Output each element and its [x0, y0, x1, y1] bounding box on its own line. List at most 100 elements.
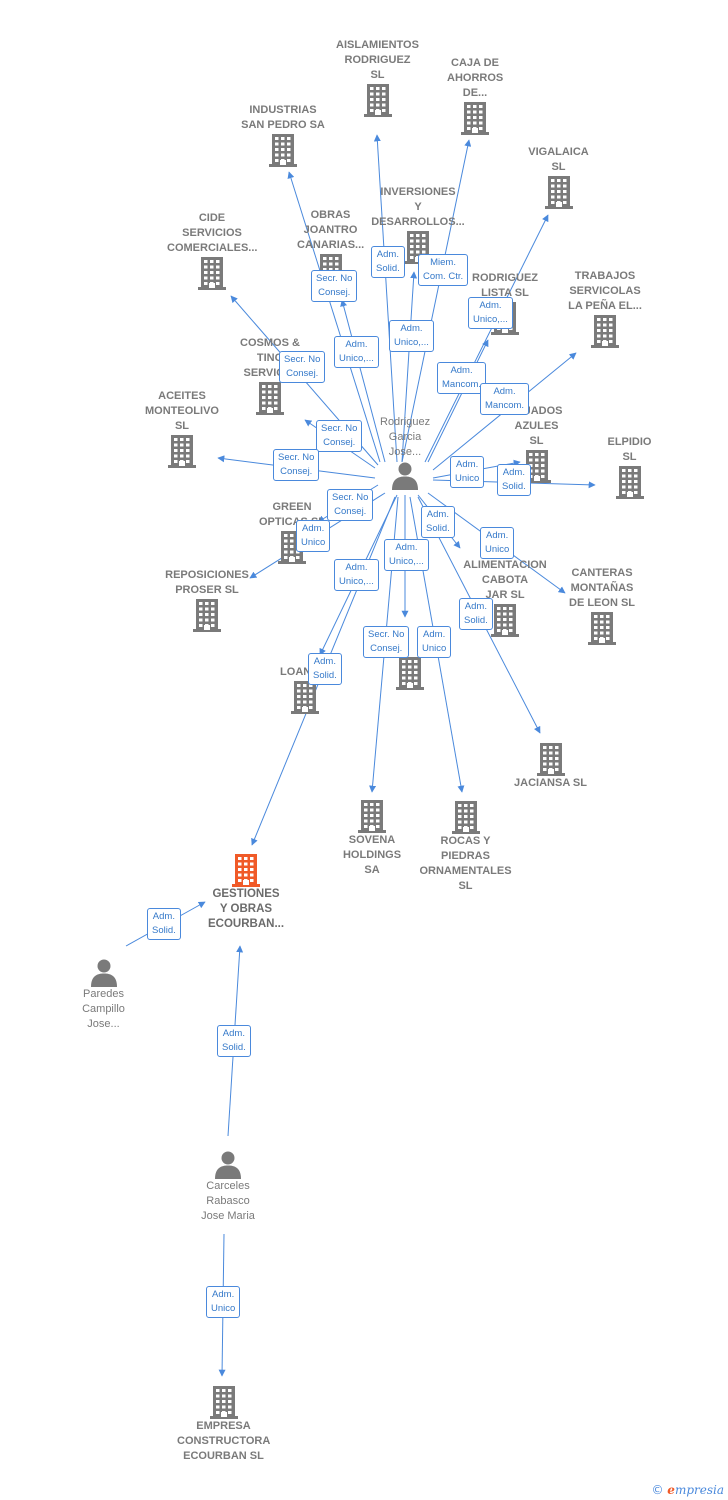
building-icon	[145, 434, 219, 468]
edge-hub-industrias	[287, 171, 381, 463]
edge-hub-caja	[401, 139, 472, 463]
building-icon	[447, 101, 503, 135]
edge-label-hub-cide[interactable]: Secr. No Consej.	[279, 351, 326, 383]
edge-label-hub-aislamientos[interactable]: Adm. Solid.	[371, 246, 405, 278]
node-trabajos[interactable]: TRABAJOS SERVICOLAS LA PEÑA EL...	[568, 269, 642, 348]
edge-label-hub-rodriguezlista[interactable]: Adm. Mancom.	[437, 362, 487, 394]
building-icon	[334, 799, 410, 833]
node-label: CIDE SERVICIOS COMERCIALES...	[167, 212, 258, 254]
edge-label-hub-trabajos[interactable]: Adm. Mancom.	[480, 383, 530, 415]
edge-label-hub-reposiciones[interactable]: Adm. Unico	[296, 520, 331, 552]
node-label: Rodriguez Garcia Jose...	[380, 416, 431, 458]
edge-label-paredes-gestiones[interactable]: Adm. Solid.	[147, 908, 181, 940]
edge-hub-inversiones	[401, 271, 418, 463]
node-aceites[interactable]: ACEITES MONTEOLIVO SL	[145, 389, 219, 468]
node-sovena[interactable]: SOVENA HOLDINGS SA	[334, 799, 410, 878]
node-reposiciones[interactable]: REPOSICIONES PROSER SL	[165, 568, 249, 632]
node-rocas[interactable]: ROCAS Y PIEDRAS ORNAMENTALES SL	[411, 800, 520, 894]
node-label: REPOSICIONES PROSER SL	[165, 569, 249, 596]
node-label: JACIANSA SL	[514, 777, 587, 789]
building-icon	[411, 800, 520, 834]
edge-label-hub-green[interactable]: Secr. No Consej.	[327, 489, 374, 521]
building-icon	[280, 680, 329, 714]
edge-label-hub-inversiones[interactable]: Adm. Unico,...	[389, 320, 434, 352]
node-industrias[interactable]: INDUSTRIAS SAN PEDRO SA	[241, 103, 325, 167]
building-icon	[569, 611, 635, 645]
edge-label-hub-unnamed[interactable]: Adm. Unico,...	[384, 539, 429, 571]
edge-label-carceles-empresa[interactable]: Adm. Unico	[206, 1286, 241, 1318]
node-aislamientos[interactable]: AISLAMIENTOS RODRIGUEZ SL	[336, 38, 419, 117]
node-carceles[interactable]: Carceles Rabasco Jose Maria	[201, 1149, 255, 1224]
node-gestiones[interactable]: GESTIONES Y OBRAS ECOURBAN...	[208, 853, 284, 932]
node-label: CANTERAS MONTAÑAS DE LEON SL	[569, 567, 636, 609]
node-label: VIGALAICA SL	[528, 146, 589, 173]
edge-label-hub-jaciansa[interactable]: Adm. Solid.	[459, 598, 493, 630]
node-canteras[interactable]: CANTERAS MONTAÑAS DE LEON SL	[569, 566, 635, 645]
building-icon	[241, 133, 325, 167]
person-icon	[380, 460, 430, 490]
edge-label-hub-loan[interactable]: Adm. Unico,...	[334, 559, 379, 591]
node-label: SOVENA HOLDINGS SA	[342, 834, 402, 876]
building-icon	[514, 742, 587, 776]
edge-label-hub-gestiones[interactable]: Adm. Solid.	[308, 653, 342, 685]
edge-label-hub-obras[interactable]: Adm. Unico,...	[334, 336, 379, 368]
node-cide[interactable]: CIDE SERVICIOS COMERCIALES...	[167, 211, 257, 290]
edge-label-hub-vigalaica[interactable]: Adm. Unico,...	[468, 297, 513, 329]
person-icon	[82, 957, 125, 987]
building-icon	[506, 449, 567, 483]
node-label: TRABAJOS SERVICOLAS LA PEÑA EL...	[568, 270, 642, 312]
edge-label-hub-caja[interactable]: Miem. Com. Ctr.	[418, 254, 469, 286]
node-empresa[interactable]: EMPRESA CONSTRUCTORA ECOURBAN SL	[177, 1385, 270, 1464]
building-icon	[240, 381, 300, 415]
node-alimentacion[interactable]: ALIMENTACION CABOTA JAR SL	[463, 558, 547, 637]
building-icon	[336, 83, 419, 117]
node-label: RODRIGUEZ LISTA SL	[472, 272, 538, 299]
node-label: ROCAS Y PIEDRAS ORNAMENTALES SL	[419, 835, 512, 892]
brand-initial: e	[667, 1483, 675, 1497]
node-label: OBRAS JOANTRO CANARIAS...	[297, 209, 365, 251]
node-label: Paredes Campillo Jose...	[82, 988, 125, 1030]
edge-label-hub-tejados[interactable]: Adm. Unico	[450, 456, 485, 488]
node-label: ALIMENTACION CABOTA JAR SL	[463, 559, 547, 601]
edge-hub-obras	[340, 299, 386, 463]
building-icon	[165, 598, 249, 632]
edge-label-hub-sovena[interactable]: Secr. No Consej.	[363, 626, 410, 658]
empresia-logo[interactable]: © empresia	[651, 1483, 724, 1497]
building-icon	[167, 256, 257, 290]
node-vigalaica[interactable]: VIGALAICA SL	[520, 145, 597, 209]
node-label: INVERSIONES Y DESARROLLOS...	[371, 186, 465, 228]
node-label: Carceles Rabasco Jose Maria	[201, 1180, 255, 1222]
node-label: EMPRESA CONSTRUCTORA ECOURBAN SL	[177, 1420, 271, 1462]
edge-label-hub-cosmos[interactable]: Secr. No Consej.	[316, 420, 363, 452]
edge-label-hub-aceites[interactable]: Secr. No Consej.	[273, 449, 320, 481]
building-icon	[599, 465, 660, 499]
edge-label-hub-industrias[interactable]: Secr. No Consej.	[311, 270, 358, 302]
node-hub[interactable]: Rodriguez Garcia Jose...	[380, 415, 430, 490]
building-icon	[390, 656, 430, 690]
edge-hub-vigalaica	[424, 214, 549, 463]
node-unnamed[interactable]	[390, 656, 430, 690]
edge-label-carceles-gestiones[interactable]: Adm. Solid.	[217, 1025, 251, 1057]
edge-hub-aislamientos	[373, 134, 398, 463]
node-caja[interactable]: CAJA DE AHORROS DE...	[447, 56, 503, 135]
building-icon	[177, 1385, 270, 1419]
edge-label-hub-rocas[interactable]: Adm. Unico	[417, 626, 452, 658]
edge-hub-rodriguezlista	[427, 339, 489, 463]
node-jaciansa[interactable]: JACIANSA SL	[514, 742, 587, 791]
node-paredes[interactable]: Paredes Campillo Jose...	[82, 957, 125, 1032]
building-icon	[520, 175, 597, 209]
person-icon	[201, 1149, 255, 1179]
node-label: CAJA DE AHORROS DE...	[447, 57, 504, 99]
edge-label-hub-canteras[interactable]: Adm. Unico	[480, 527, 515, 559]
edge-label-hub-elpidio[interactable]: Adm. Solid.	[497, 464, 531, 496]
building-icon	[208, 853, 284, 887]
node-elpidio[interactable]: ELPIDIO SL	[599, 435, 660, 499]
node-label: AISLAMIENTOS RODRIGUEZ SL	[336, 39, 419, 81]
building-icon	[463, 603, 547, 637]
node-label: ELPIDIO SL	[607, 436, 652, 463]
building-icon	[568, 314, 642, 348]
edge-label-hub-alimentacion[interactable]: Adm. Solid.	[421, 506, 455, 538]
node-label: GESTIONES Y OBRAS ECOURBAN...	[208, 888, 285, 930]
node-label: INDUSTRIAS SAN PEDRO SA	[241, 104, 325, 131]
